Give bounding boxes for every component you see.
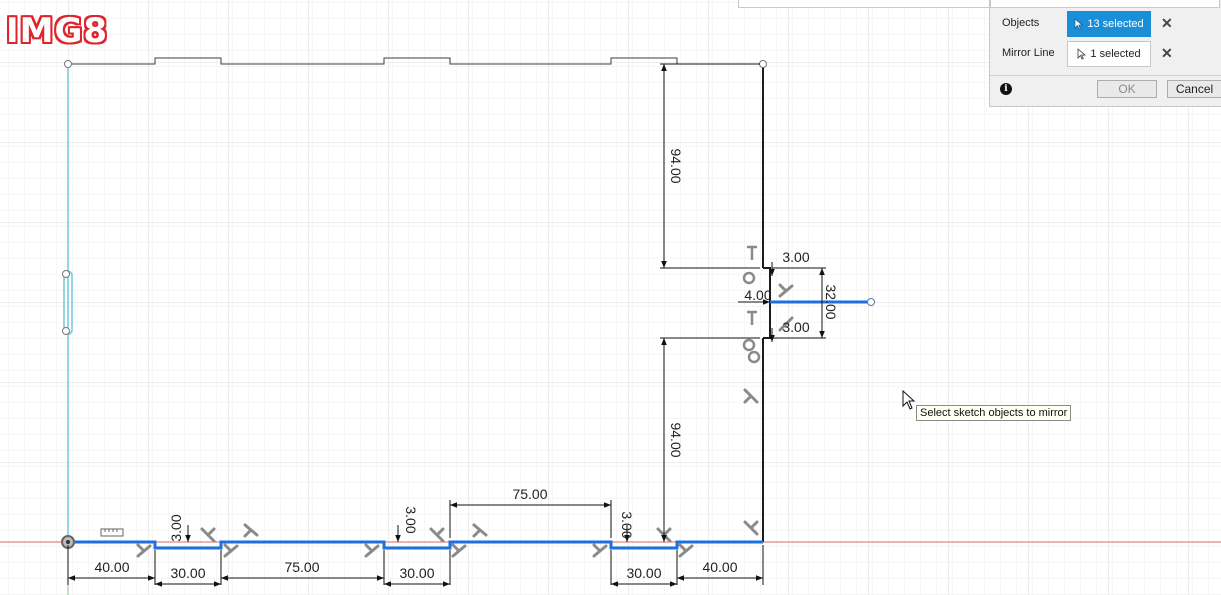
mirror-line-selection-value: 1 selected [1090,48,1141,60]
clear-mirror-line-icon[interactable]: ✕ [1161,45,1173,61]
constraint-glyphs[interactable] [136,283,794,558]
dim-slot3-depth[interactable]: 3.00 [619,511,635,538]
watermark-logo: IMG8 [6,11,109,51]
tooltip: Select sketch objects to mirror [916,405,1072,421]
dim-bottom-left-width[interactable]: 40.00 [94,559,129,575]
cancel-button[interactable]: Cancel [1167,80,1221,98]
objects-selection-value: 13 selected [1087,18,1144,30]
dimension-lines [67,63,826,587]
mirror-dialog: Objects 13 selected ✕ Mirror Line 1 sele… [738,0,1221,107]
select-arrow-icon [1078,48,1087,60]
bottom-profile-selected[interactable] [68,540,763,550]
panel-divider [990,75,1221,76]
dim-top-span[interactable]: 75.00 [512,486,547,502]
point-handle[interactable] [62,327,70,335]
mirror-line-row: Mirror Line 1 selected ✕ [990,39,1221,67]
dim-upper-height[interactable]: 94.00 [668,148,684,183]
mirror-line-selection-button[interactable]: 1 selected [1067,41,1151,67]
origin-inner [66,540,70,544]
point-handle[interactable] [62,270,70,278]
coincident-glyphs[interactable] [742,245,761,364]
info-icon[interactable]: i [1000,83,1012,95]
ruler-icon [100,528,124,537]
dim-slot3-width[interactable]: 30.00 [626,565,661,581]
dim-slot2-depth[interactable]: 3.00 [403,506,419,533]
mouse-cursor-icon [902,390,916,410]
panel-top-field[interactable] [990,0,1220,8]
dim-slot2-width[interactable]: 30.00 [399,565,434,581]
point-handle[interactable] [759,60,767,68]
ok-button[interactable]: OK [1097,80,1157,98]
dim-notch-depth[interactable]: 4.00 [744,287,771,303]
point-handle[interactable] [64,60,72,68]
dim-notch-bottom-offset[interactable]: 3.00 [782,319,809,335]
objects-label: Objects [1002,17,1040,29]
objects-selection-button[interactable]: 13 selected [1067,11,1151,37]
point-handle[interactable] [867,298,875,306]
objects-row: Objects 13 selected ✕ [990,9,1221,37]
dim-notch-height[interactable]: 32.00 [823,284,839,319]
dim-bottom-right-width[interactable]: 40.00 [702,559,737,575]
dim-lower-height[interactable]: 94.00 [668,422,684,457]
dim-middle-span[interactable]: 75.00 [284,559,319,575]
mirror-line-label: Mirror Line [1002,47,1055,59]
select-arrow-icon [1075,18,1084,30]
panel-top-field[interactable] [738,0,990,8]
clear-objects-icon[interactable]: ✕ [1161,15,1173,31]
dim-notch-top-offset[interactable]: 3.00 [782,249,809,265]
dim-slot1-width[interactable]: 30.00 [170,565,205,581]
top-profile-line[interactable] [68,57,763,65]
dim-slot1-depth[interactable]: 3.00 [168,514,184,541]
